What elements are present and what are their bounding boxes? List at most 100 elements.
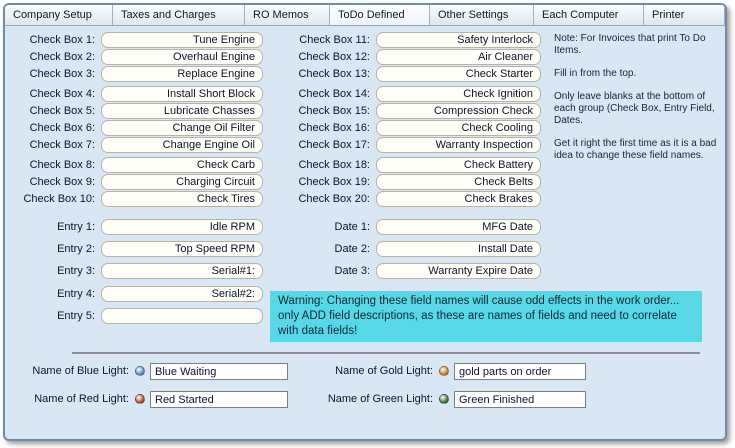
check-box-field[interactable]: Lubricate Chasses [101,103,263,119]
check-box-label: Check Box 13: [298,68,370,80]
entry-field[interactable]: Serial#2: [101,286,263,302]
entry-row: Entry 3:Serial#1: [9,263,263,279]
red-light-icon [135,394,145,404]
entry-label: Entry 4: [57,288,95,300]
gold-light-label: Name of Gold Light: [335,365,433,377]
note-paragraph: Only leave blanks at the bottom of each … [554,91,715,126]
entry-label: Entry 2: [57,243,95,255]
date-field[interactable]: Install Date [376,241,541,257]
check-box-row: Check Box 14: Check Ignition [284,86,541,102]
gold-light-group: Name of Gold Light: gold parts on order [313,362,586,380]
check-box-label: Check Box 5: [29,105,95,117]
check-box-row: Check Box 13: Check Starter [284,66,541,82]
check-box-label: Check Box 20: [298,193,370,205]
red-light-group: Name of Red Light:Red Started [9,390,288,408]
check-box-row: Check Box 9:Charging Circuit [9,174,263,190]
entry-field[interactable]: Idle RPM [101,219,263,235]
blue-light-group: Name of Blue Light: Blue Waiting [9,362,288,380]
tab-printer[interactable]: Printer [644,5,725,25]
note-paragraph: Get it right the first time as it is a b… [554,138,717,161]
check-box-row: Check Box 15:Compression Check [284,103,541,119]
check-box-label: Check Box 1: [29,34,95,46]
tab-company-setup[interactable]: Company Setup [5,5,113,25]
check-box-field[interactable]: Check Brakes [376,191,541,207]
red-light-name-field[interactable]: Red Started [150,390,288,408]
check-box-field[interactable]: Change Oil Filter [101,120,263,136]
check-box-row: Check Box 5: Lubricate Chasses [9,103,263,119]
check-box-field[interactable]: Warranty Inspection [376,137,541,153]
check-box-field[interactable]: Tune Engine [101,32,263,48]
check-box-label: Check Box 14: [298,88,370,100]
check-box-field[interactable]: Check Cooling [376,120,541,136]
check-box-label: Check Box 2: [29,51,95,63]
tab-taxes-and-charges[interactable]: Taxes and Charges [113,5,245,25]
date-field[interactable]: Warranty Expire Date [376,263,541,279]
check-box-field[interactable]: Air Cleaner [376,49,541,65]
check-box-label: Check Box 17: [298,139,370,151]
gold-light-name-field[interactable]: gold parts on order [454,362,586,380]
tab-todo-defined[interactable]: ToDo Defined [330,5,430,25]
check-box-field[interactable]: Safety Interlock [376,32,541,48]
date-row: Date 3: Warranty Expire Date [284,263,541,279]
check-box-label: Check Box 18: [298,159,370,171]
check-box-label: Check Box 7: [29,139,95,151]
check-box-field[interactable]: Compression Check [376,103,541,119]
check-box-label: Check Box 11: [299,34,370,46]
check-box-row: Check Box 2: Overhaul Engine [9,49,263,65]
date-field[interactable]: MFG Date [376,219,541,235]
check-box-row: Check Box 12:Air Cleaner [284,49,541,65]
entry-row: Entry 1:Idle RPM [9,219,263,235]
check-box-row: Check Box 10: Check Tires [9,191,263,207]
check-box-row: Check Box 20: Check Brakes [284,191,541,207]
entry-field[interactable] [101,308,263,324]
tab-each-computer[interactable]: Each Computer [534,5,644,25]
entry-label: Entry 5: [57,310,95,322]
check-box-field[interactable]: Change Engine Oil [101,137,263,153]
check-box-label: Check Box 4: [29,88,95,100]
blue-light-label: Name of Blue Light: [32,365,129,377]
check-box-label: Check Box 8: [29,159,95,171]
check-box-field[interactable]: Check Belts [376,174,541,190]
date-row: Date 1: MFG Date [284,219,541,235]
check-box-field[interactable]: Check Carb [101,157,263,173]
blue-light-name-field[interactable]: Blue Waiting [150,362,288,380]
note-paragraph: Note: For Invoices that print To Do Item… [554,33,706,56]
green-light-label: Name of Green Light: [327,393,433,405]
entry-row: Entry 5: [9,308,263,324]
check-box-field[interactable]: Check Battery [376,157,541,173]
check-box-field[interactable]: Check Starter [376,66,541,82]
entry-column: Entry 1:Idle RPM Entry 2: Top Speed RPM Ent… [9,219,263,330]
check-box-field[interactable]: Install Short Block [101,86,263,102]
tab-other-settings[interactable]: Other Settings [430,5,534,25]
green-light-group: Name of Green Light: Green Finished [313,390,586,408]
check-box-row: Check Box 3: Replace Engine [9,66,263,82]
check-box-label: Check Box 10: [23,193,95,205]
note-text: Note: For Invoices that print To Do Item… [554,33,727,173]
check-box-field[interactable]: Check Tires [101,191,263,207]
check-box-row: Check Box 19:Check Belts [284,174,541,190]
check-box-row: Check Box 1: Tune Engine [9,32,263,48]
warning-text: Warning: Changing these field names will… [270,291,702,342]
entry-field[interactable]: Serial#1: [101,263,263,279]
check-box-field[interactable]: Charging Circuit [101,174,263,190]
check-box-field[interactable]: Replace Engine [101,66,263,82]
check-box-field[interactable]: Overhaul Engine [101,49,263,65]
entry-field[interactable]: Top Speed RPM [101,241,263,257]
tab-ro-memos[interactable]: RO Memos [245,5,330,25]
blue-light-icon [135,366,145,376]
divider [72,352,700,354]
green-light-name-field[interactable]: Green Finished [454,390,586,408]
check-box-row: Check Box 18: Check Battery [284,157,541,173]
date-label: Date 1: [334,221,370,233]
check-box-row: Check Box 6:Change Oil Filter [9,120,263,136]
check-box-label: Check Box 3: [29,68,95,80]
note-paragraph: Fill in from the top. [554,68,637,79]
check-box-field[interactable]: Check Ignition [376,86,541,102]
date-label: Date 3: [334,265,370,277]
date-row: Date 2:Install Date [284,241,541,257]
gold-light-icon [439,366,449,376]
